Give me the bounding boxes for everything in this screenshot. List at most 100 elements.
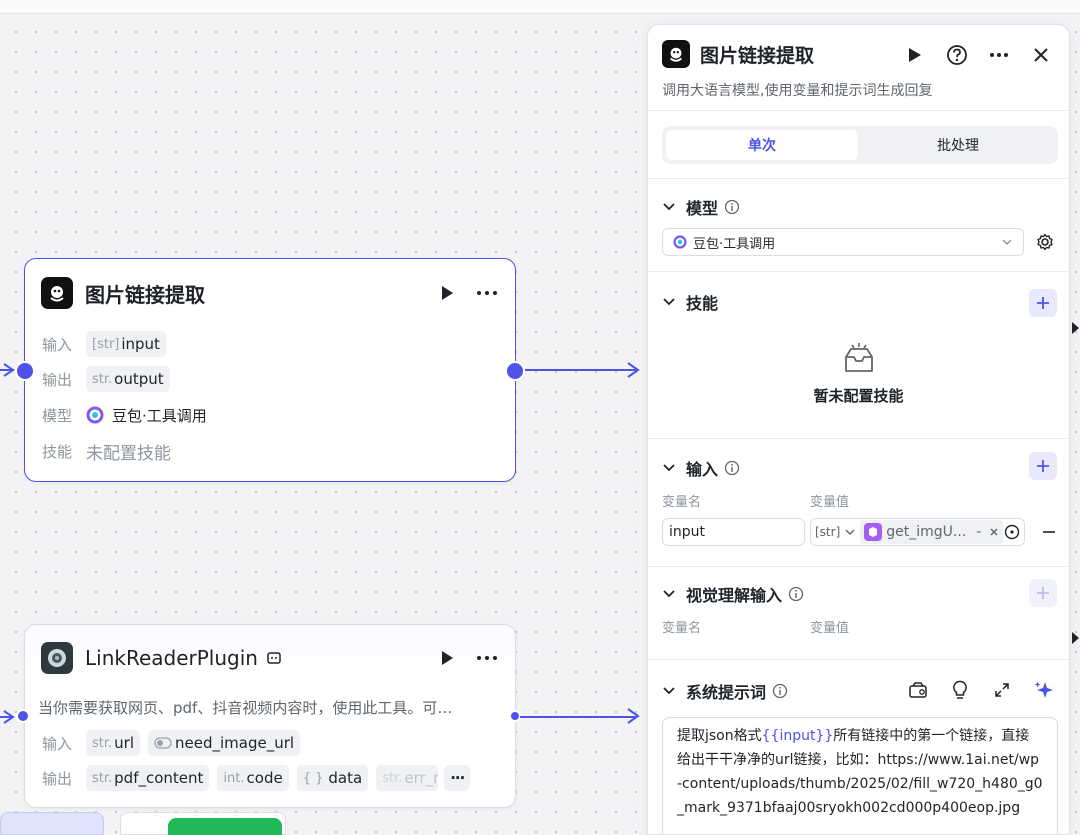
play-icon <box>442 286 453 300</box>
remove-input-button[interactable] <box>1041 524 1057 540</box>
node-skill-row: 技能 未配置技能 <box>42 438 171 464</box>
ai-optimize-button[interactable] <box>1033 679 1055 701</box>
section-inputs[interactable]: 输入 <box>662 456 740 480</box>
section-system-prompt[interactable]: 系统提示词 <box>662 679 788 703</box>
model-select-value: 豆包·工具调用 <box>693 236 776 252</box>
expand-icon <box>995 683 1009 697</box>
add-skill-button[interactable] <box>1029 289 1057 317</box>
top-bar <box>0 0 1080 14</box>
node-input-row: 输入 [str]input <box>42 331 174 357</box>
node1-input-port[interactable] <box>15 361 35 381</box>
panel-help-button[interactable] <box>943 41 971 69</box>
chevron-down-icon <box>662 200 676 214</box>
var-type-select[interactable]: [str] <box>815 525 856 539</box>
info-icon[interactable] <box>788 586 804 602</box>
panel-close-button[interactable] <box>1027 41 1055 69</box>
info-icon[interactable] <box>724 460 740 476</box>
node-model-row: 模型 豆包·工具调用 <box>42 402 207 428</box>
skills-empty-state: 暂未配置技能 <box>648 343 1069 406</box>
panel-more-button[interactable] <box>985 41 1013 69</box>
panel-run-button[interactable] <box>901 41 929 69</box>
minus-icon <box>1043 531 1055 533</box>
output-tag-data: { }data <box>296 765 369 791</box>
output-tag-code: int.code <box>217 765 289 791</box>
section-vision-input[interactable]: 视觉理解输入 <box>662 582 804 606</box>
empty-box-icon <box>844 343 873 372</box>
add-vision-input-button[interactable] <box>1029 579 1057 607</box>
more-outputs-button[interactable]: ··· <box>444 765 471 791</box>
edge-node1-to-panel <box>525 369 637 371</box>
chevron-down-icon <box>662 684 676 698</box>
input-label: 输入 <box>42 734 73 753</box>
info-icon[interactable] <box>772 683 788 699</box>
panel-description[interactable]: 调用大语言模型,使用变量和提示词生成回复 <box>662 83 933 99</box>
section-skills[interactable]: 技能 <box>662 290 718 314</box>
prompt-library-button[interactable] <box>907 679 929 701</box>
chevron-down-icon <box>662 461 676 475</box>
node-more-button[interactable] <box>475 283 499 303</box>
prompt-tips-button[interactable] <box>949 679 971 701</box>
input-tag-url: str.url <box>86 730 140 756</box>
model-select[interactable]: 豆包·工具调用 <box>662 228 1024 256</box>
info-icon[interactable] <box>724 199 740 215</box>
run-node-button[interactable] <box>437 648 457 668</box>
test-run-button[interactable] <box>168 818 282 835</box>
chevron-down-icon <box>662 295 676 309</box>
model-settings-button[interactable] <box>1035 232 1055 252</box>
add-input-button[interactable] <box>1029 452 1057 480</box>
variable-node-icon <box>864 523 883 541</box>
input-tag: [str]input <box>86 331 166 357</box>
sparkle-icon <box>1034 681 1053 698</box>
add-node-button[interactable] <box>0 812 104 835</box>
prompt-variable: {{input}} <box>761 728 834 744</box>
plugin-badge-icon <box>266 650 437 666</box>
plus-icon <box>1037 460 1049 472</box>
node2-input-port[interactable] <box>16 709 30 723</box>
play-icon <box>442 651 453 665</box>
input-var-name-field[interactable]: input <box>662 518 805 546</box>
toggle-icon <box>154 737 172 749</box>
section-model[interactable]: 模型 <box>662 195 740 219</box>
vision-var-name-label: 变量名 <box>662 621 702 636</box>
help-icon <box>947 45 967 65</box>
divider <box>648 566 1069 567</box>
edge-node2-out <box>520 716 637 718</box>
output-tag-err: str.err_r <box>376 765 439 791</box>
more-icon <box>477 291 497 295</box>
edge-marker-right-2 <box>1072 632 1079 644</box>
output-label: 输出 <box>42 769 73 788</box>
llm-node-image-link-extract[interactable]: 图片链接提取 输入 [str]input 输出 str.output 模型 豆包… <box>24 258 516 482</box>
divider <box>648 659 1069 660</box>
run-mode-segmented-control: 单次 批处理 <box>662 126 1058 164</box>
panel-title[interactable]: 图片链接提取 <box>700 45 815 67</box>
reference-picker-icon[interactable] <box>1004 524 1020 540</box>
node1-output-port[interactable] <box>505 361 525 381</box>
plus-icon <box>1037 587 1049 599</box>
variable-reference-chip[interactable]: get_imgU... - <box>860 520 1004 544</box>
divider <box>648 178 1069 179</box>
node-config-panel: 图片链接提取 调用大语言模型,使用变量和提示词生成回复 单次 批处理 模型 豆包… <box>647 24 1070 835</box>
llm-node-icon <box>41 277 73 309</box>
node-output-row: 输出 str.output <box>42 366 178 392</box>
model-label: 模型 <box>42 406 73 425</box>
plugin-icon <box>41 642 73 674</box>
output-tag-pdf-content: str.pdf_content <box>86 765 210 791</box>
skill-value: 未配置技能 <box>86 443 171 464</box>
input-var-value-field[interactable]: [str] get_imgU... - <box>810 518 1025 546</box>
tab-batch[interactable]: 批处理 <box>937 138 979 154</box>
expand-prompt-button[interactable] <box>991 679 1013 701</box>
run-node-button[interactable] <box>437 283 457 303</box>
node-more-button[interactable] <box>475 648 499 668</box>
panel-tools <box>887 41 1055 69</box>
var-name-label: 变量名 <box>662 495 702 510</box>
node-title: 图片链接提取 <box>85 282 205 307</box>
edge-marker-right-1 <box>1072 322 1079 334</box>
system-prompt-editor[interactable]: 提取json格式{{input}}所有链接中的第一个链接，直接给出干干净净的ur… <box>662 717 1058 834</box>
plus-icon <box>1037 297 1049 309</box>
clear-icon[interactable] <box>989 527 999 537</box>
plugin-node-linkreader[interactable]: LinkReaderPlugin 当你需要获取网页、pdf、抖音视频内容时，使用… <box>24 624 516 808</box>
var-value-label: 变量值 <box>810 495 850 510</box>
vision-var-value-label: 变量值 <box>810 621 850 636</box>
node-title: LinkReaderPlugin <box>85 646 258 670</box>
tab-single[interactable]: 单次 <box>666 130 858 160</box>
